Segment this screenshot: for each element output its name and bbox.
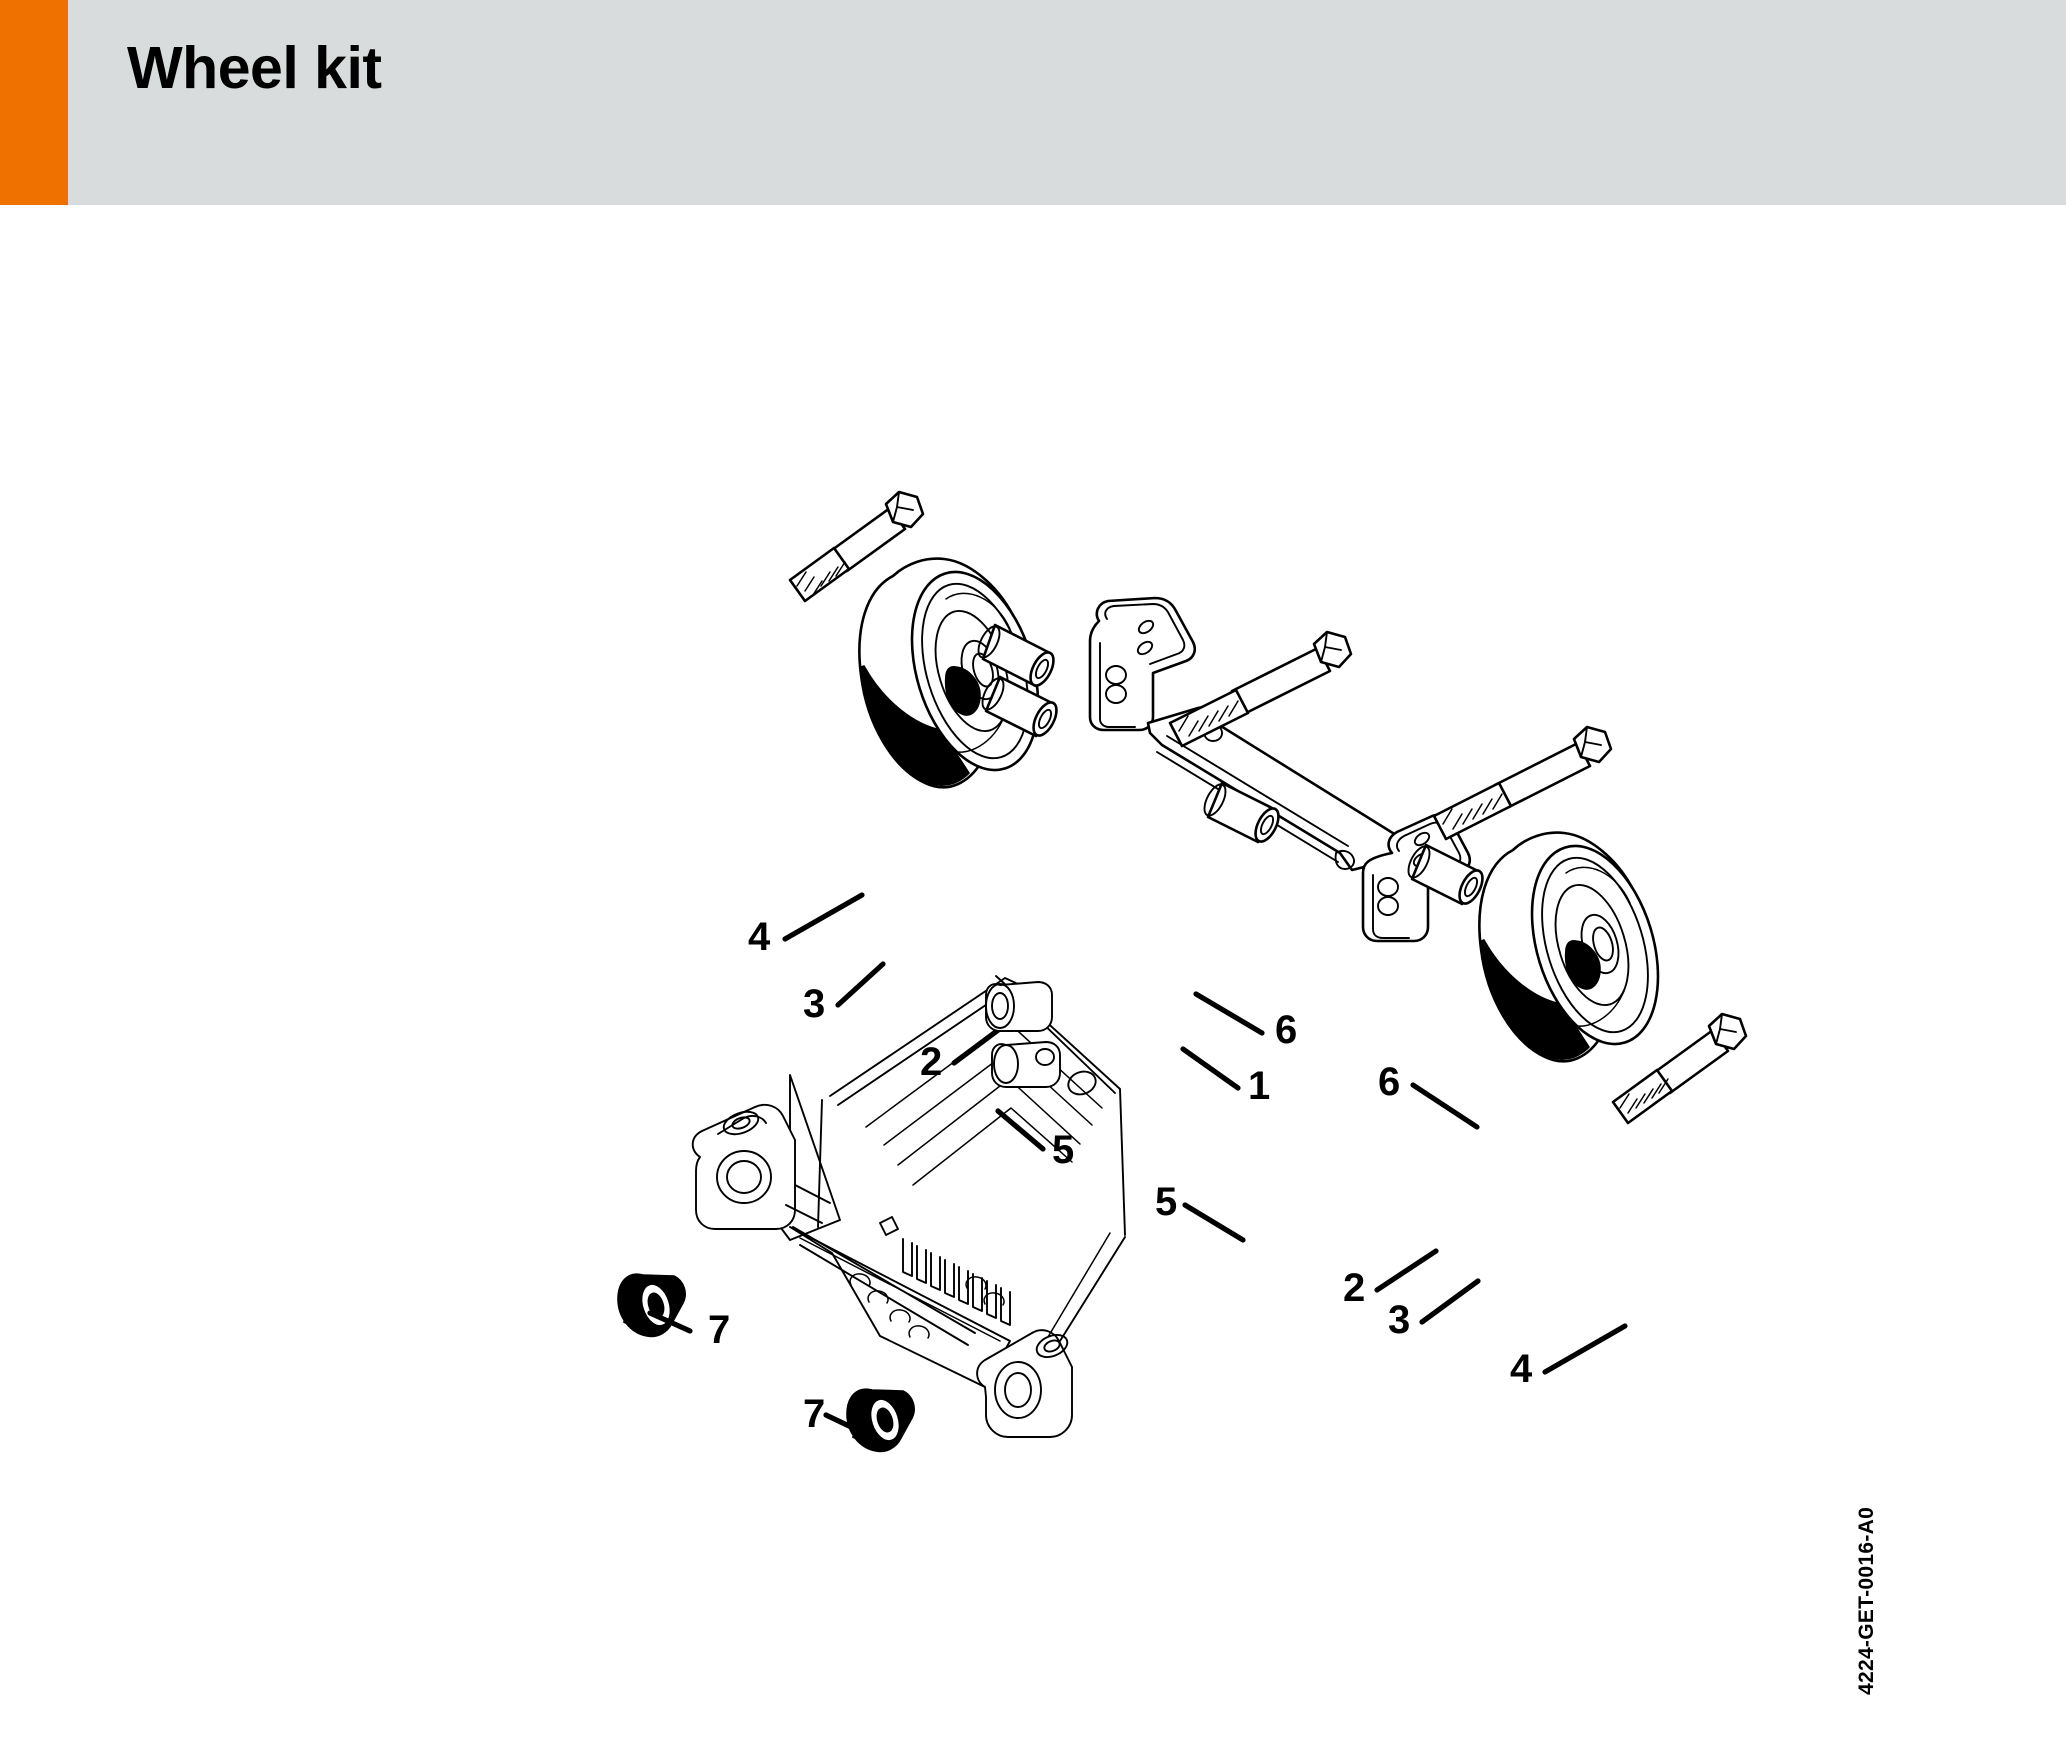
page-title: Wheel kit xyxy=(127,35,382,101)
callout-label-5-lower-mid: 5 xyxy=(1155,1180,1177,1224)
part-hex-bolt-upper-left xyxy=(788,490,925,603)
part-mower-deck-housing xyxy=(691,975,1126,1438)
leader-line-2-lower-right xyxy=(1374,1248,1439,1293)
leader-line-6-right xyxy=(1410,1082,1480,1130)
callout-label-2-lower-right: 2 xyxy=(1343,1266,1365,1310)
callout-label-4-upper-left: 4 xyxy=(748,915,771,959)
callout-label-5-mid-left: 5 xyxy=(1052,1128,1074,1172)
leader-line-3-lower-right xyxy=(1419,1278,1481,1325)
exploded-parts-diagram: 4 3 xyxy=(617,490,1748,1453)
part-axle-bracket xyxy=(1088,596,1472,943)
callout-label-1-center: 1 xyxy=(1248,1064,1270,1108)
leader-line-1-center xyxy=(1180,1046,1241,1091)
part-spacer-sleeve-lower-mid xyxy=(1203,781,1280,844)
leader-line-4-lower-right xyxy=(1542,1323,1628,1375)
callout-label-7-lower: 7 xyxy=(803,1392,825,1436)
page-header: Wheel kit xyxy=(0,0,2066,205)
leader-line-6-upper-right xyxy=(1193,991,1265,1036)
part-spacer-sleeve-mid-left xyxy=(981,675,1058,738)
diagram-area: 4 3 xyxy=(0,205,2066,1740)
callout-label-6-right: 6 xyxy=(1378,1060,1400,1104)
leader-line-7-upper xyxy=(647,1310,693,1334)
leader-line-5-mid-left xyxy=(995,1108,1046,1152)
part-hex-bolt-long-right xyxy=(1432,725,1613,841)
part-spacer-sleeve-upper-left xyxy=(977,623,1055,688)
leader-line-5-lower-mid xyxy=(1182,1202,1246,1243)
header-accent-bar xyxy=(0,0,68,205)
part-hex-bolt-long-upper-right xyxy=(1168,630,1353,748)
drawing-id-label: 4224-GET-0016-A0 xyxy=(1855,1506,1878,1695)
callout-label-3-upper-left: 3 xyxy=(803,982,825,1026)
leader-line-4-upper-left xyxy=(782,892,865,942)
part-hex-bolt-lower-right xyxy=(1611,1012,1748,1125)
callout-label-4-lower-right: 4 xyxy=(1510,1347,1533,1391)
part-wheel-lower-right xyxy=(1478,831,1660,1063)
callout-label-2-upper-left: 2 xyxy=(920,1040,942,1084)
leader-line-7-lower xyxy=(823,1412,875,1440)
callout-label-6-upper-right: 6 xyxy=(1275,1008,1297,1052)
leader-line-3-upper-left xyxy=(835,961,886,1008)
part-flange-nut-lower xyxy=(846,1388,915,1453)
callout-label-7-upper: 7 xyxy=(708,1308,730,1352)
part-spacer-sleeve-lower-right xyxy=(1407,843,1484,906)
callout-label-3-lower-right: 3 xyxy=(1388,1298,1410,1342)
